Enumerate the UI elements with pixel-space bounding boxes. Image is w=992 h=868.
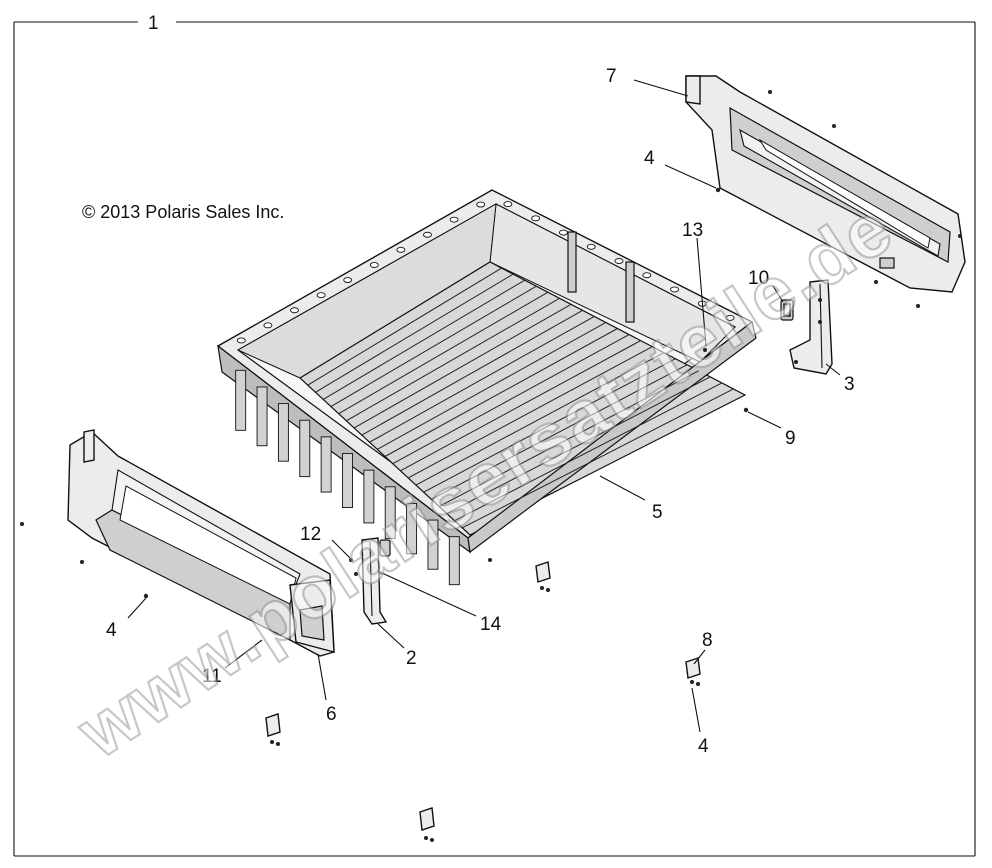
floor-slat (338, 291, 549, 415)
floor-slat (377, 322, 607, 450)
floor-slat (431, 364, 688, 500)
rim-hole (449, 216, 459, 223)
rim-hole (316, 292, 326, 299)
copyright-notice: © 2013 Polaris Sales Inc. (82, 202, 284, 222)
floor-slat (392, 334, 630, 465)
callout-label: 14 (480, 614, 502, 635)
front-panel (67, 429, 335, 657)
floor-slat (446, 376, 711, 515)
leader-lines (127, 79, 841, 733)
callout-label: 5 (652, 502, 663, 523)
callout-label: 11 (202, 666, 222, 687)
rim-hole (531, 215, 541, 222)
callout-labels: 7 4 13 10 3 9 5 12 14 2 4 11 6 8 4 (106, 66, 855, 757)
callout-label: 9 (785, 428, 796, 449)
floor-slat (346, 297, 560, 422)
box-rib (235, 369, 247, 431)
box-rib (256, 386, 268, 447)
callout-label: 8 (702, 630, 713, 651)
box-rib (363, 469, 375, 524)
floor-slat (330, 285, 537, 407)
rim-hole (290, 307, 299, 314)
floor-slat (353, 303, 572, 429)
floor-slat (438, 370, 699, 507)
rim-hole (642, 272, 652, 279)
bracket-left (361, 537, 391, 625)
box-rib (342, 453, 353, 508)
box-rib (448, 536, 460, 586)
rim-hole (263, 322, 273, 329)
callout-label: 4 (698, 736, 709, 757)
box-rib (277, 403, 289, 462)
box-rib (427, 519, 439, 570)
floor-slat (322, 279, 526, 400)
floor-slat (407, 346, 653, 479)
floor-slat (462, 388, 734, 529)
hinge-parts (265, 561, 701, 842)
rim-hole (670, 286, 680, 293)
bracket-right (789, 279, 833, 375)
floor-slat (307, 267, 502, 386)
diagram-frame (13, 21, 976, 857)
box-rib (384, 486, 396, 539)
rim-hole (725, 314, 735, 321)
rim-hole (558, 229, 568, 236)
assembly-number: 1 (148, 13, 159, 34)
rim-hole (586, 243, 596, 250)
floor-slat (454, 382, 723, 522)
callout-label: 13 (682, 220, 703, 241)
floor-slat (400, 340, 641, 472)
callout-label: 4 (106, 620, 117, 641)
callout-label: 4 (644, 148, 655, 169)
rear-panel (685, 75, 966, 293)
floor-slat (361, 309, 583, 436)
fasteners (20, 90, 962, 599)
rim-hole (236, 337, 246, 344)
rim-hole (343, 277, 353, 283)
box-rib (406, 502, 418, 555)
rim-hole (423, 231, 432, 238)
callout-label: 7 (606, 66, 617, 87)
floor-slat (415, 352, 665, 486)
rim-hole (614, 258, 624, 264)
box-rib (320, 436, 332, 493)
cargo-box (216, 189, 757, 586)
callout-label: 3 (844, 374, 855, 395)
callout-label: 12 (300, 524, 321, 545)
floor-slat (369, 315, 595, 443)
rim-hole (369, 262, 379, 268)
rim-hole (503, 201, 513, 208)
rim-hole (396, 246, 406, 253)
floor-slat (384, 328, 618, 457)
floor-slat (423, 358, 676, 493)
callout-label: 10 (748, 268, 769, 289)
latch (780, 299, 794, 321)
callout-label: 6 (326, 704, 337, 725)
callout-label: 2 (406, 648, 417, 669)
rim-hole (476, 201, 486, 208)
floor-slat (315, 273, 514, 393)
box-rib (299, 419, 311, 478)
